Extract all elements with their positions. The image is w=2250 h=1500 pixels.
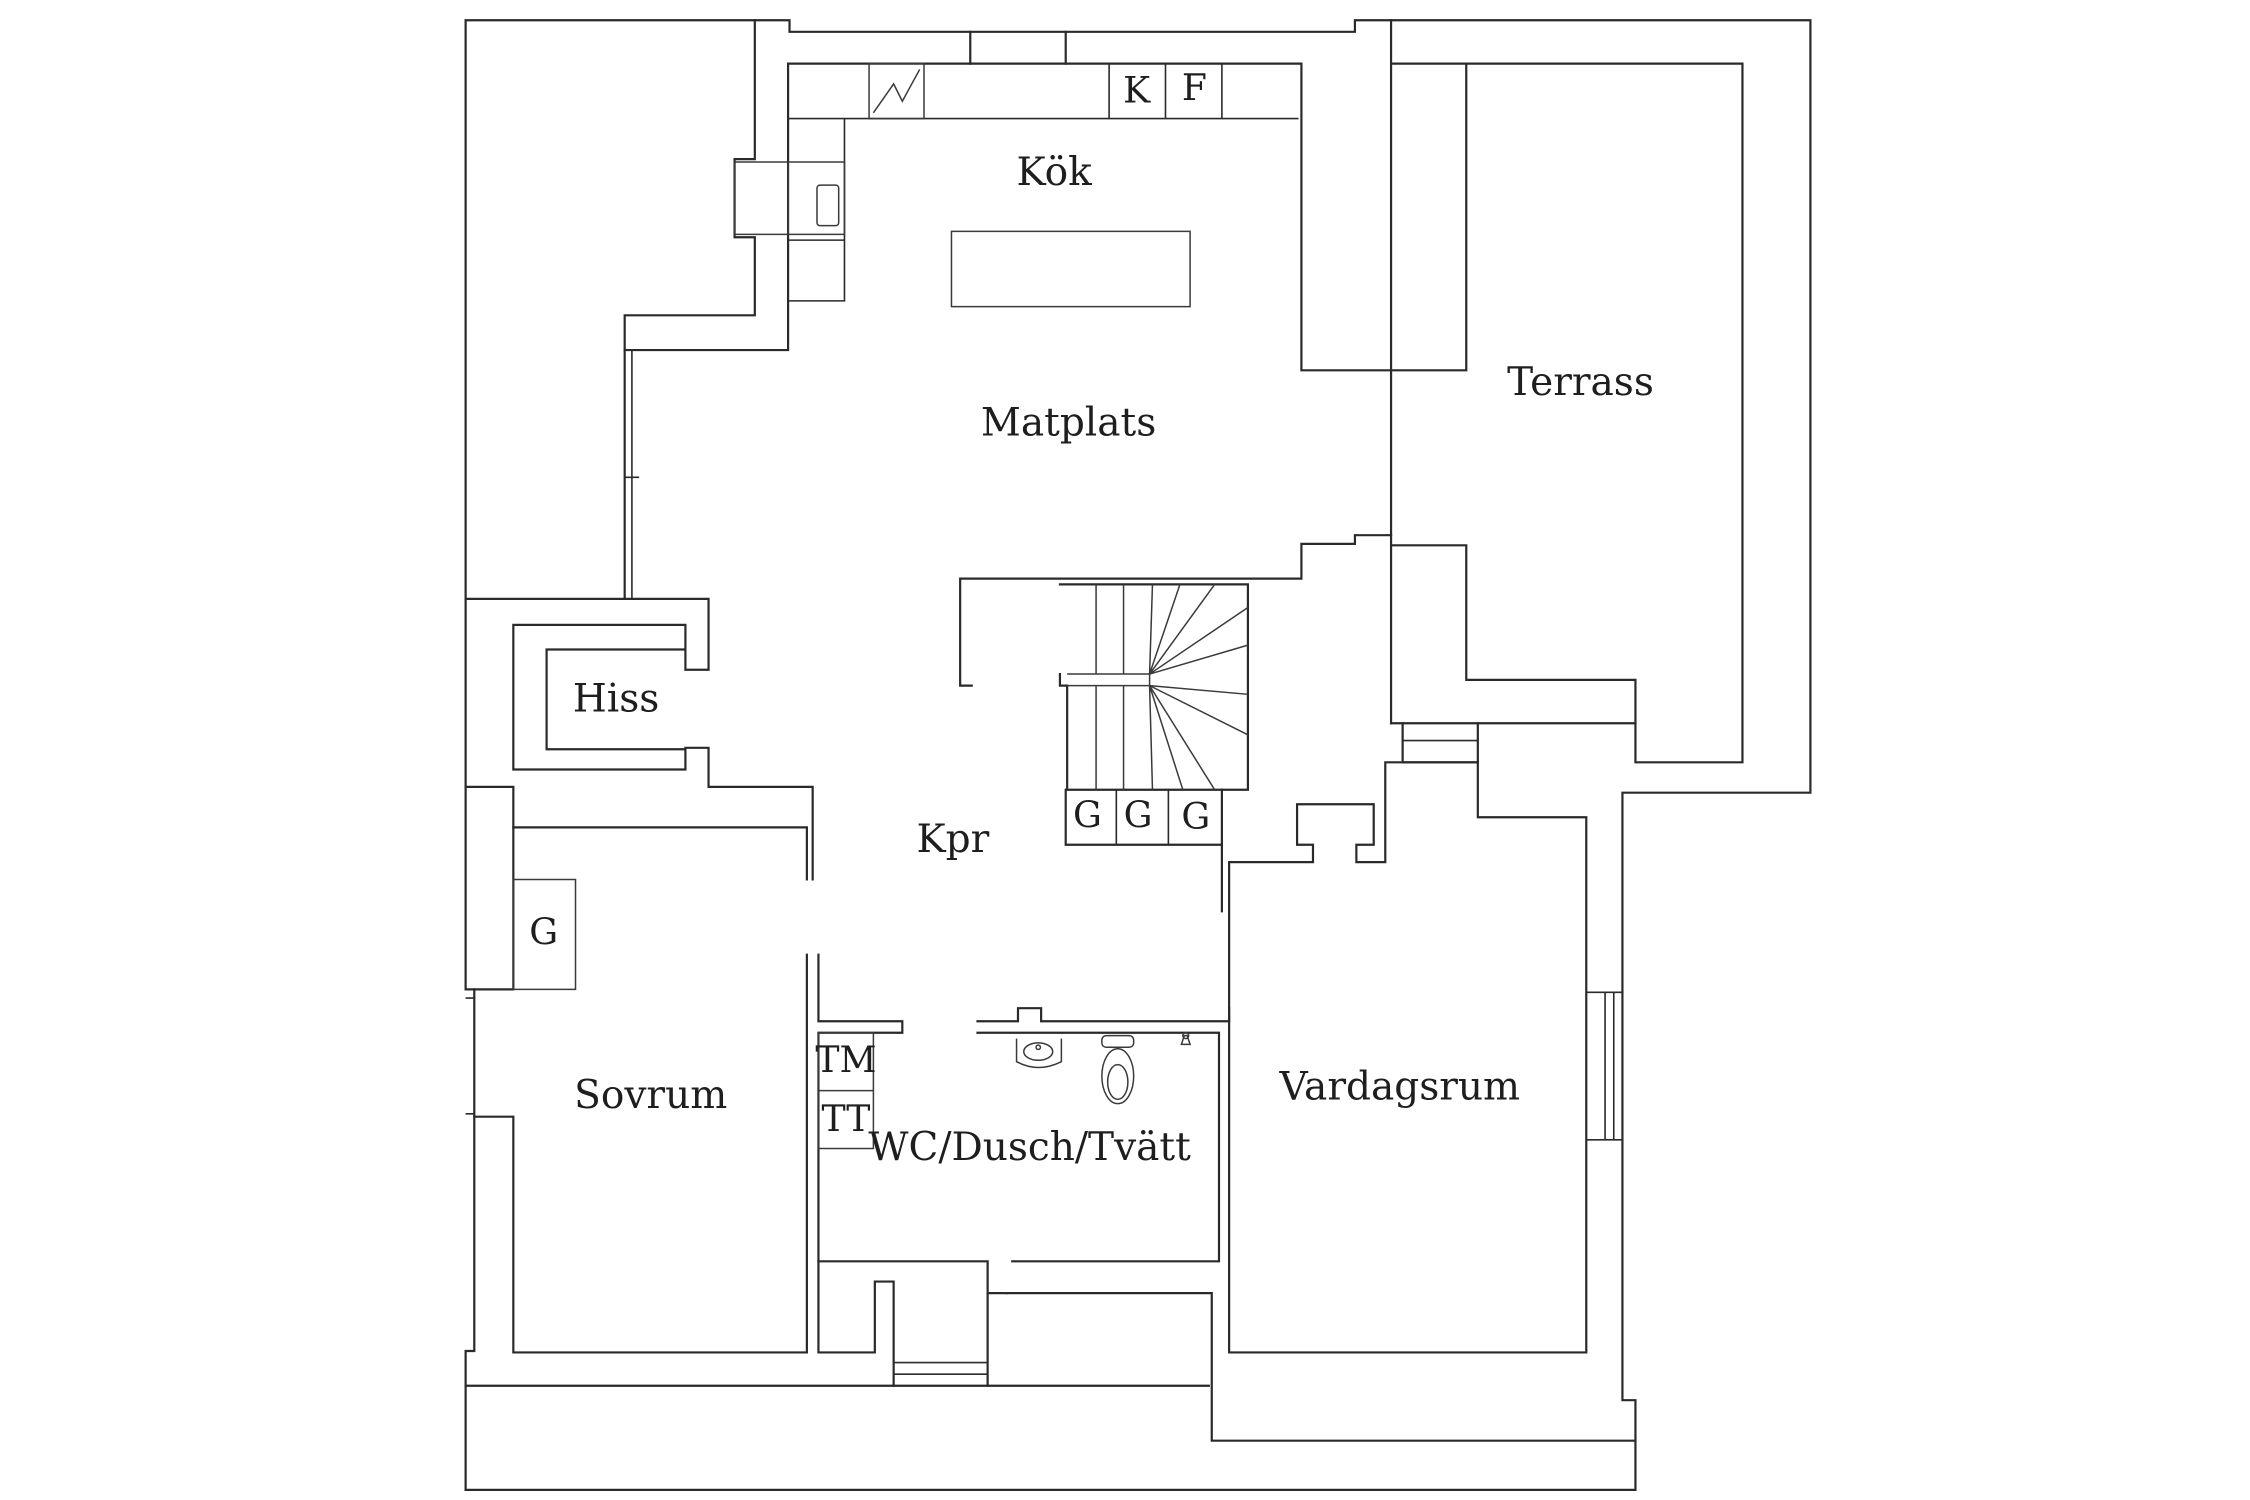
kitchen-island — [951, 231, 1190, 306]
bedroom-walls — [466, 787, 807, 1353]
shower-head-icon — [1181, 1033, 1190, 1045]
exterior-walls — [466, 20, 1811, 1490]
washbasin-icon — [1017, 1039, 1062, 1068]
room-label-hiss: Hiss — [573, 677, 660, 722]
living-room-window — [1586, 992, 1622, 1140]
terrace-walls — [1391, 20, 1742, 762]
fridge-label: K — [1123, 69, 1151, 112]
kitchen-sink-icon — [735, 162, 845, 234]
toilet-icon — [1102, 1036, 1134, 1104]
room-label-wc: WC/Dusch/Tvätt — [868, 1125, 1191, 1170]
bathroom-walls — [818, 955, 1635, 1441]
room-label-matplats: Matplats — [981, 400, 1156, 445]
room-label-kpr: Kpr — [917, 817, 990, 862]
room-label-sovrum: Sovrum — [574, 1073, 727, 1118]
closet-label-1: G — [1073, 793, 1102, 836]
refrigerator-outline — [1109, 64, 1222, 119]
staircase — [960, 535, 1391, 790]
stove — [869, 64, 924, 119]
room-label-kok: Kök — [1017, 150, 1093, 195]
closets-hall — [1066, 762, 1587, 1352]
dryer-label: TT — [821, 1097, 870, 1140]
freezer-label: F — [1182, 66, 1207, 109]
kitchen-walls — [625, 20, 1391, 599]
closet-label-2: G — [1124, 793, 1153, 836]
washing-machine-label: TM — [815, 1038, 876, 1081]
room-label-vardagsrum: Vardagsrum — [1278, 1064, 1520, 1109]
room-label-terrass: Terrass — [1507, 360, 1654, 405]
closet-label-sovrum: G — [529, 911, 558, 954]
closet-label-3: G — [1181, 795, 1210, 838]
elevator — [513, 599, 812, 880]
